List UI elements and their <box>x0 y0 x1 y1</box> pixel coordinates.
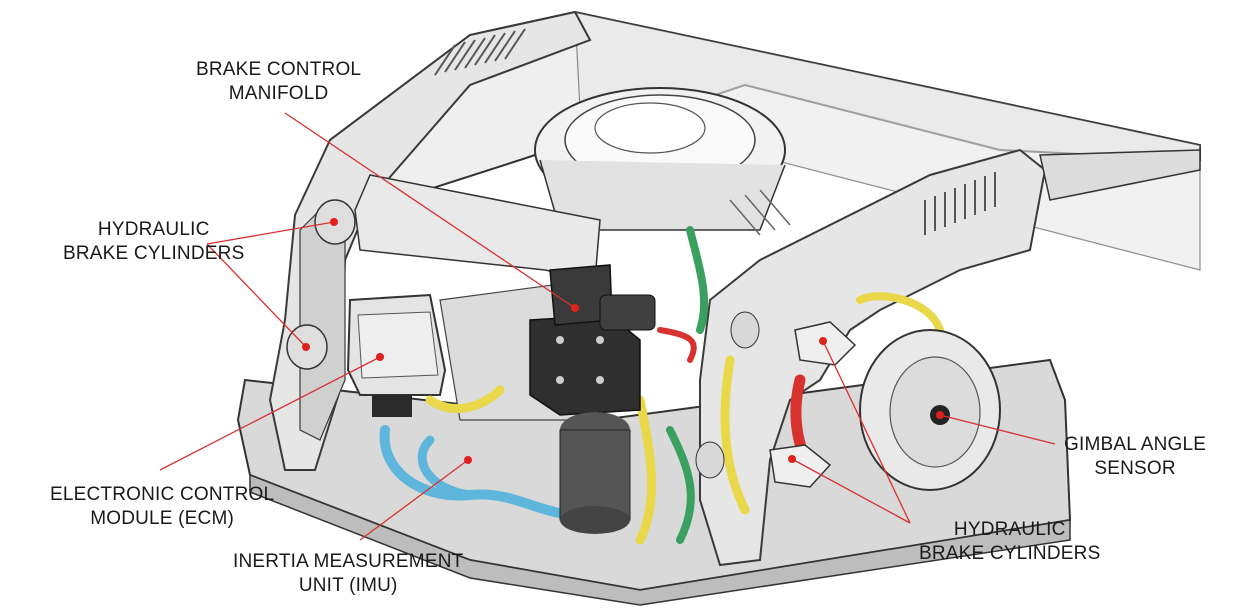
label-hydraulic-brake-cylinders-right: HYDRAULIC BRAKE CYLINDERS <box>919 518 1100 566</box>
leader-manifold <box>284 112 576 309</box>
brake-manifold-block <box>529 264 656 416</box>
leader-imu <box>359 459 469 541</box>
leader-hydraulic-right-b <box>791 458 911 524</box>
leader-lines <box>159 112 1056 541</box>
callout-markers <box>302 218 944 464</box>
label-gimbal-line1: GIMBAL ANGLE <box>1064 434 1207 455</box>
ecm-box <box>346 293 447 417</box>
marker-gimbal <box>936 411 944 419</box>
label-ecm-line2: MODULE (ECM) <box>90 508 235 529</box>
label-brake-control-manifold: BRAKE CONTROL MANIFOLD <box>196 58 361 106</box>
right-frame <box>699 148 1201 567</box>
leader-hydraulic-left-a <box>206 221 335 245</box>
marker-brake-cyl-left-upper <box>330 218 338 226</box>
accumulator <box>559 412 631 534</box>
gimbal-disc <box>859 329 1001 491</box>
marker-manifold <box>571 304 579 312</box>
marker-brake-cyl-right-upper <box>819 337 827 345</box>
label-hydraulic-right-line2: BRAKE CYLINDERS <box>919 543 1101 564</box>
label-imu-line2: UNIT (IMU) <box>298 575 398 596</box>
label-brake-control-manifold-line1: BRAKE CONTROL <box>196 59 362 80</box>
label-gimbal-line2: SENSOR <box>1094 458 1176 479</box>
label-gimbal-angle-sensor: GIMBAL ANGLE SENSOR <box>1064 433 1206 481</box>
label-electronic-control-module: ELECTRONIC CONTROL MODULE (ECM) <box>50 483 274 531</box>
label-hydraulic-right-line1: HYDRAULIC <box>953 519 1066 540</box>
motor-dome <box>534 87 791 236</box>
leader-hydraulic-right-a <box>822 340 911 524</box>
label-imu-line1: INERTIA MEASUREMENT <box>233 551 464 572</box>
label-ecm-line1: ELECTRONIC CONTROL <box>50 484 275 505</box>
label-hydraulic-left-line1: HYDRAULIC <box>97 219 210 240</box>
leader-ecm <box>159 356 381 471</box>
hoses <box>379 226 944 545</box>
marker-ecm <box>376 353 384 361</box>
marker-brake-cyl-left-lower <box>302 343 310 351</box>
leader-gimbal <box>939 414 1056 445</box>
label-inertia-measurement-unit: INERTIA MEASUREMENT UNIT (IMU) <box>233 550 463 598</box>
label-hydraulic-left-line2: BRAKE CYLINDERS <box>63 243 245 264</box>
label-brake-control-manifold-line2: MANIFOLD <box>228 83 329 104</box>
leader-hydraulic-left-b <box>206 243 307 348</box>
marker-brake-cyl-right-lower <box>788 455 796 463</box>
label-hydraulic-brake-cylinders-left: HYDRAULIC BRAKE CYLINDERS <box>63 218 244 266</box>
marker-imu <box>464 456 472 464</box>
